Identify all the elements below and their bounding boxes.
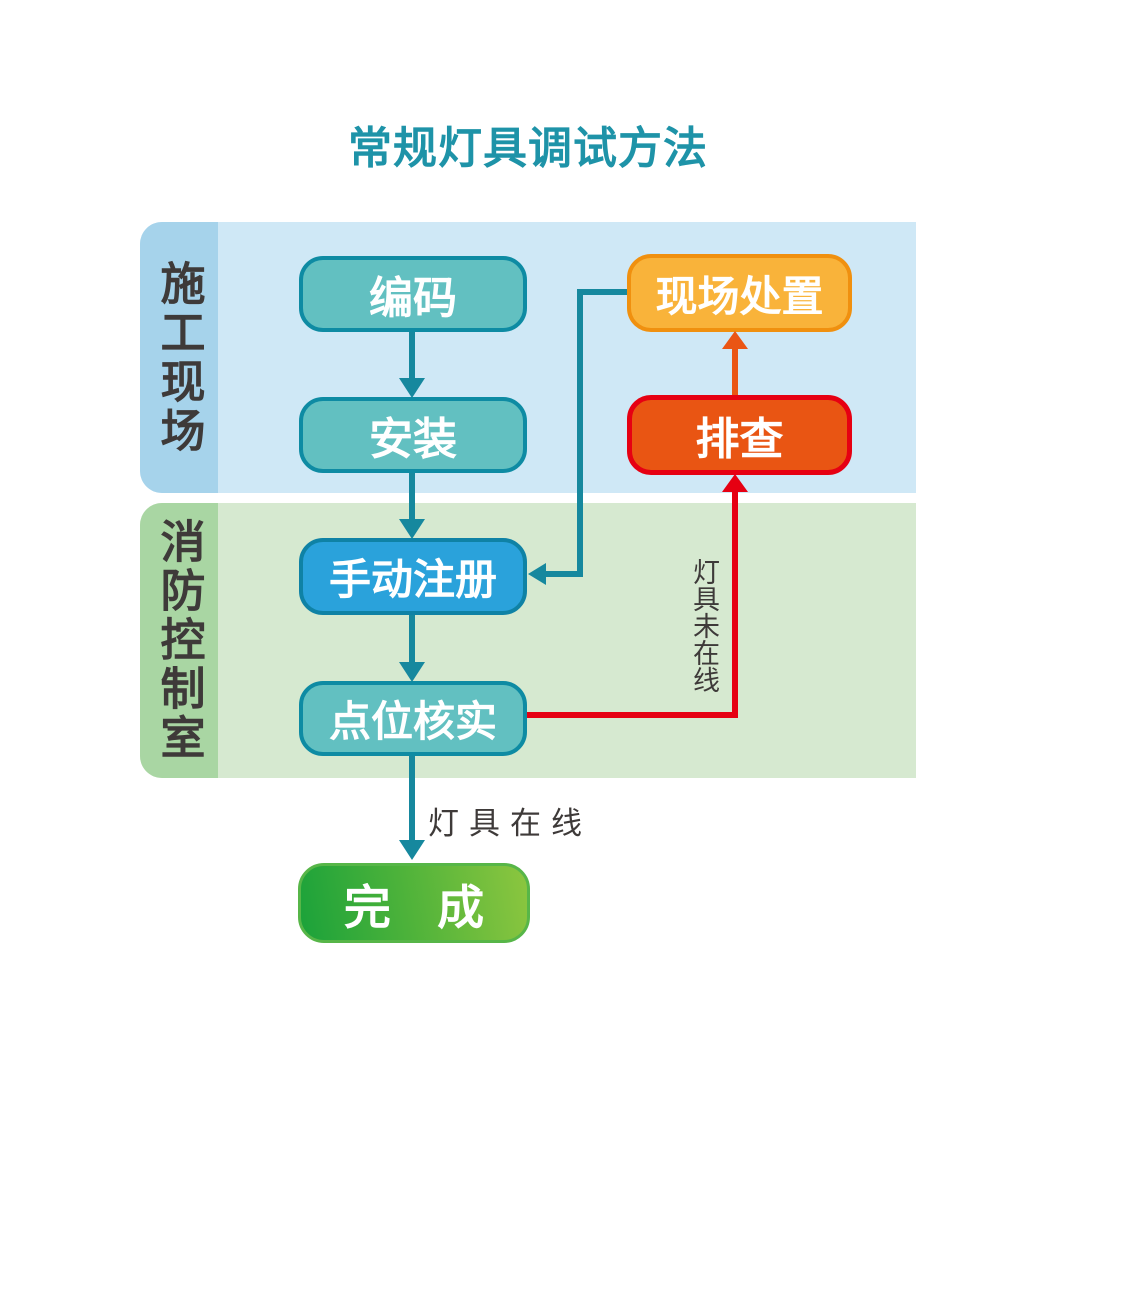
arrow-verify-troubleshoot-vertical-line	[732, 489, 738, 718]
arrow-install-manual-head-icon	[399, 519, 425, 539]
lane-construction-site-label: 施工现场	[152, 259, 206, 456]
arrow-manual-verify-head-icon	[399, 662, 425, 682]
lane-fire-control-room: 消防控制室	[140, 503, 916, 778]
arrow-verify-done-head-icon	[399, 840, 425, 860]
edge-label-lamp-online: 灯具在线	[428, 806, 592, 842]
node-manual-register: 手动注册	[299, 538, 527, 615]
arrow-onsite-manual-bottom-line	[545, 571, 583, 577]
node-point-verify: 点位核实	[299, 681, 527, 756]
lane-fire-control-room-label: 消防控制室	[152, 518, 206, 763]
page-title: 常规灯具调试方法	[348, 123, 708, 174]
arrow-troubleshoot-onsite-head-icon	[722, 331, 748, 349]
arrow-install-manual-line	[409, 473, 415, 522]
arrow-troubleshoot-onsite-line	[732, 347, 738, 395]
node-done: 完 成	[298, 863, 530, 943]
lane-fire-control-room-strip: 消防控制室	[140, 503, 218, 778]
arrow-onsite-manual-head-icon	[528, 563, 546, 585]
arrow-verify-troubleshoot-head-icon	[722, 474, 748, 492]
arrow-onsite-manual-vertical-line	[577, 289, 583, 575]
node-encode: 编码	[299, 256, 527, 332]
arrow-encode-install-line	[409, 332, 415, 380]
node-install: 安装	[299, 397, 527, 473]
arrow-manual-verify-line	[409, 615, 415, 663]
arrow-verify-done-line	[409, 756, 415, 842]
edge-label-lamp-offline: 灯具未在线	[688, 558, 719, 693]
lane-construction-site-strip: 施工现场	[140, 222, 218, 493]
arrow-encode-install-head-icon	[399, 378, 425, 398]
node-onsite-handling: 现场处置	[627, 254, 852, 332]
arrow-verify-troubleshoot-horizontal-line	[527, 712, 738, 718]
node-troubleshoot: 排查	[627, 395, 852, 475]
arrow-onsite-manual-top-line	[577, 289, 627, 295]
